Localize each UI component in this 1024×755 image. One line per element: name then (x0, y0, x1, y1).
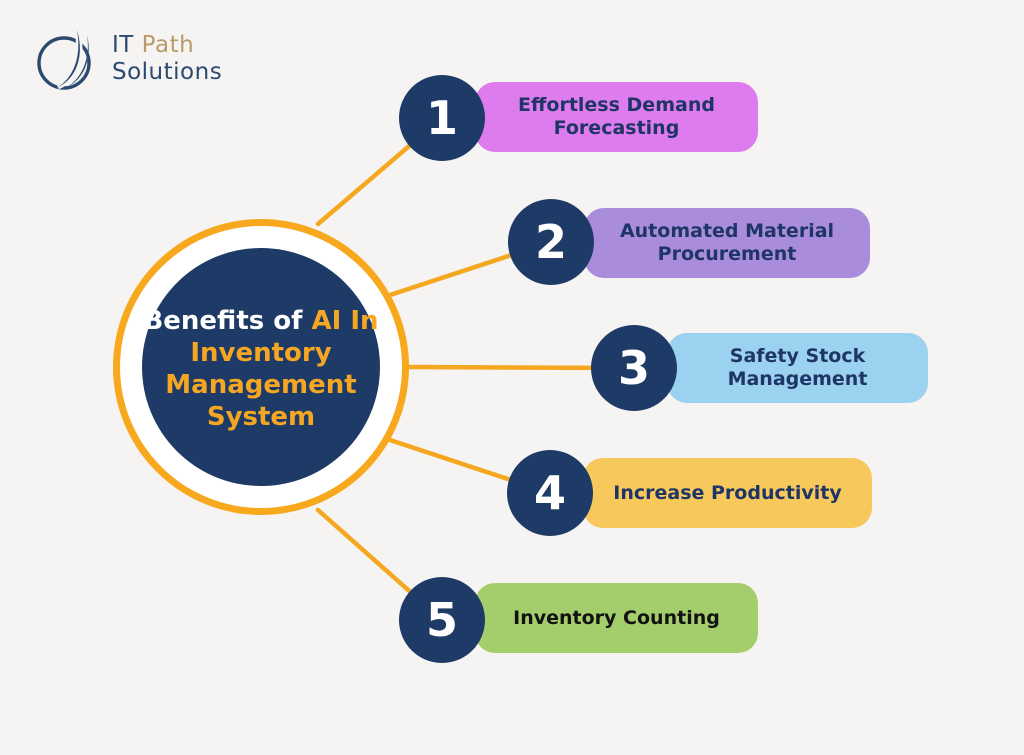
benefit-number-2: 2 (534, 215, 567, 269)
benefit-number-4: 4 (533, 466, 566, 520)
logo-word-path: Path (141, 32, 195, 58)
central-title-rest: Inventory Management System (165, 338, 357, 432)
benefit-pill-2: Automated Material Procurement (584, 208, 870, 278)
benefit-number-circle-3: 3 (591, 325, 677, 411)
benefit-label-4: Increase Productivity (613, 481, 842, 504)
benefit-label-5: Inventory Counting (513, 606, 720, 629)
logo-mark-icon (34, 26, 106, 92)
benefit-number-circle-1: 1 (399, 75, 485, 161)
benefit-number-3: 3 (617, 341, 650, 395)
benefit-label-1: Effortless Demand Forecasting (518, 94, 715, 139)
benefit-label-3: Safety Stock Management (727, 345, 868, 390)
central-title: Benefits of AI In Inventory Management S… (143, 305, 378, 433)
it-path-solutions-logo: IT Path Solutions (34, 26, 222, 92)
benefit-pill-1: Effortless Demand Forecasting (475, 82, 758, 152)
central-circle-inner: Benefits of AI In Inventory Management S… (142, 248, 380, 486)
benefit-pill-4: Increase Productivity (583, 458, 872, 528)
benefit-number-circle-4: 4 (507, 450, 593, 536)
central-circle: Benefits of AI In Inventory Management S… (113, 219, 409, 515)
central-title-prefix: Benefits of (143, 306, 303, 336)
benefit-pill-5: Inventory Counting (475, 583, 758, 653)
benefit-number-circle-5: 5 (399, 577, 485, 663)
central-title-highlight: AI In (311, 306, 379, 336)
logo-wordmark: IT Path Solutions (112, 32, 222, 86)
benefit-number-1: 1 (425, 91, 458, 145)
benefit-number-5: 5 (425, 593, 458, 647)
logo-word-solutions: Solutions (112, 59, 223, 85)
benefit-number-circle-2: 2 (508, 199, 594, 285)
benefit-label-2: Automated Material Procurement (619, 220, 835, 265)
benefit-pill-3: Safety Stock Management (667, 333, 928, 403)
logo-word-it: IT (112, 32, 134, 58)
